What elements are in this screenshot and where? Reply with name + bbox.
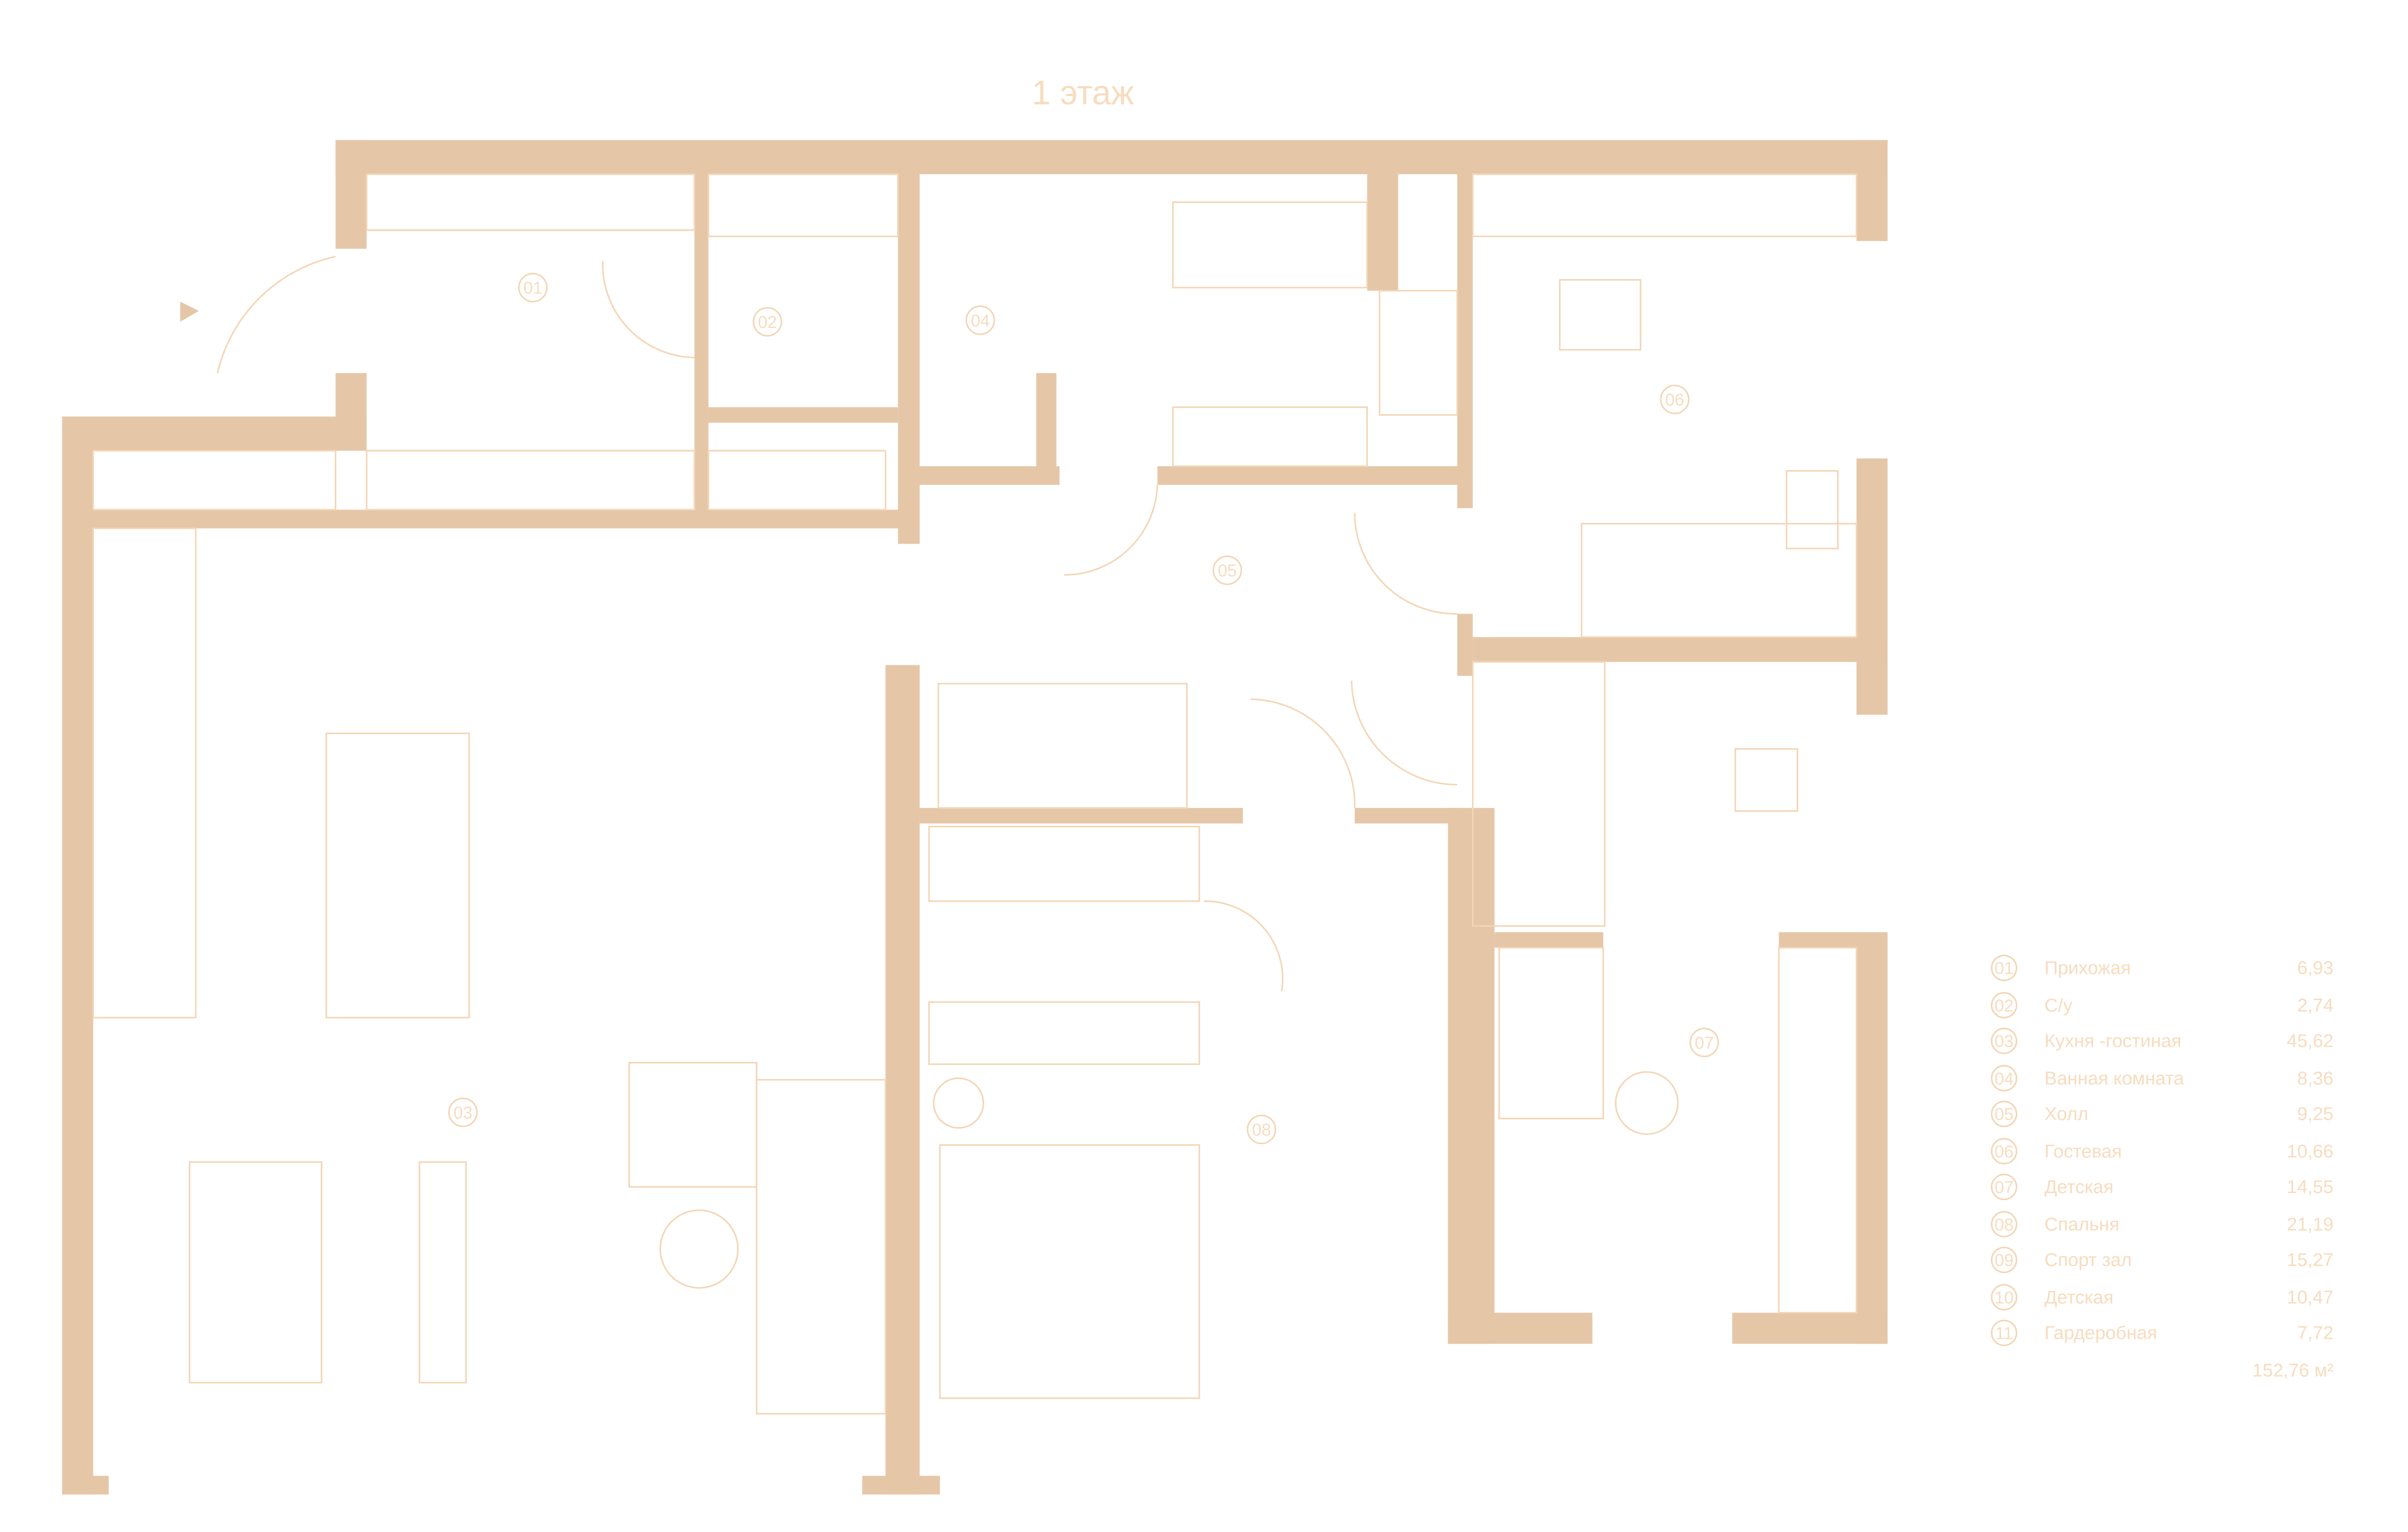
svg-text:02: 02: [1995, 996, 2014, 1015]
svg-text:Детская: Детская: [2044, 1287, 2114, 1308]
svg-text:10: 10: [1995, 1288, 2014, 1307]
room-label-05: 05: [1213, 555, 1242, 585]
svg-text:06: 06: [1995, 1142, 2014, 1161]
svg-text:07: 07: [1695, 1034, 1714, 1053]
svg-text:08: 08: [1252, 1121, 1271, 1140]
svg-text:Ванная комната: Ванная комната: [2044, 1068, 2184, 1089]
room-label-04: 04: [965, 305, 995, 335]
legend-row: 02 С/у 2,74: [1991, 992, 2334, 1019]
svg-text:Спорт зал: Спорт зал: [2044, 1250, 2132, 1271]
svg-text:8,36: 8,36: [2297, 1068, 2334, 1089]
room-label-08: 08: [1247, 1114, 1276, 1145]
svg-text:03: 03: [454, 1103, 473, 1122]
svg-text:С/у: С/у: [2044, 995, 2073, 1016]
svg-text:07: 07: [1995, 1178, 2014, 1197]
svg-text:Гостевая: Гостевая: [2044, 1141, 2122, 1162]
svg-text:04: 04: [1995, 1069, 2014, 1088]
legend-total: 152,76 м²: [2252, 1360, 2334, 1381]
svg-text:10,47: 10,47: [2287, 1287, 2334, 1308]
svg-text:10,66: 10,66: [2287, 1141, 2334, 1162]
legend: 01 Прихожая 6,93 02 С/у 2,74 03 Кухня -гостин…: [1991, 954, 2334, 1381]
legend-row: 06 Гостевая 10,66: [1991, 1138, 2334, 1165]
svg-text:9,25: 9,25: [2297, 1104, 2334, 1125]
svg-text:7,72: 7,72: [2297, 1323, 2334, 1344]
entrance-arrow-icon: [180, 301, 199, 322]
svg-text:21,19: 21,19: [2287, 1214, 2334, 1235]
svg-text:01: 01: [523, 279, 542, 298]
room-labels: 01 02 03 04 05 06 07 08: [448, 273, 1719, 1145]
svg-text:09: 09: [1995, 1251, 2014, 1270]
legend-row: 11 Гардеробная 7,72: [1991, 1319, 2334, 1347]
svg-text:04: 04: [971, 311, 990, 330]
floor-title: 1 этаж: [1031, 73, 1134, 111]
room-label-07: 07: [1689, 1027, 1719, 1058]
room-label-03: 03: [448, 1097, 478, 1128]
svg-text:03: 03: [1995, 1032, 2014, 1051]
room-label-06: 06: [1660, 384, 1690, 415]
room-label-01: 01: [518, 273, 548, 303]
room-label-02: 02: [753, 307, 782, 337]
svg-text:11: 11: [1995, 1324, 2013, 1343]
svg-text:01: 01: [1995, 959, 2014, 978]
legend-row: 03 Кухня -гостиная 45,62: [1991, 1027, 2334, 1055]
legend-row: 10 Детская 10,47: [1991, 1284, 2334, 1311]
svg-text:06: 06: [1665, 391, 1684, 410]
svg-text:45,62: 45,62: [2287, 1031, 2334, 1052]
svg-text:Детская: Детская: [2044, 1177, 2114, 1198]
svg-text:Спальня: Спальня: [2044, 1214, 2119, 1235]
svg-text:14,55: 14,55: [2287, 1177, 2334, 1198]
legend-row: 04 Ванная комната 8,36: [1991, 1065, 2334, 1092]
legend-row: 08 Спальня 21,19: [1991, 1211, 2334, 1238]
walls: [62, 140, 1888, 1495]
svg-text:Холл: Холл: [2044, 1104, 2088, 1125]
svg-text:08: 08: [1995, 1215, 2014, 1234]
svg-text:Кухня -гостиная: Кухня -гостиная: [2044, 1031, 2181, 1052]
legend-row: 05 Холл 9,25: [1991, 1100, 2334, 1128]
svg-text:6,93: 6,93: [2297, 958, 2334, 979]
svg-text:15,27: 15,27: [2287, 1250, 2334, 1271]
svg-text:2,74: 2,74: [2297, 995, 2334, 1016]
furniture: [92, 173, 1857, 1415]
svg-text:Гардеробная: Гардеробная: [2044, 1323, 2157, 1344]
legend-row: 09 Спорт зал 15,27: [1991, 1246, 2334, 1274]
legend-row: 01 Прихожая 6,93: [1991, 954, 2334, 982]
legend-row: 07 Детская 14,55: [1991, 1173, 2334, 1201]
svg-text:05: 05: [1995, 1105, 2014, 1124]
svg-text:Прихожая: Прихожая: [2044, 958, 2131, 979]
svg-text:02: 02: [758, 313, 777, 332]
svg-text:05: 05: [1218, 562, 1237, 581]
